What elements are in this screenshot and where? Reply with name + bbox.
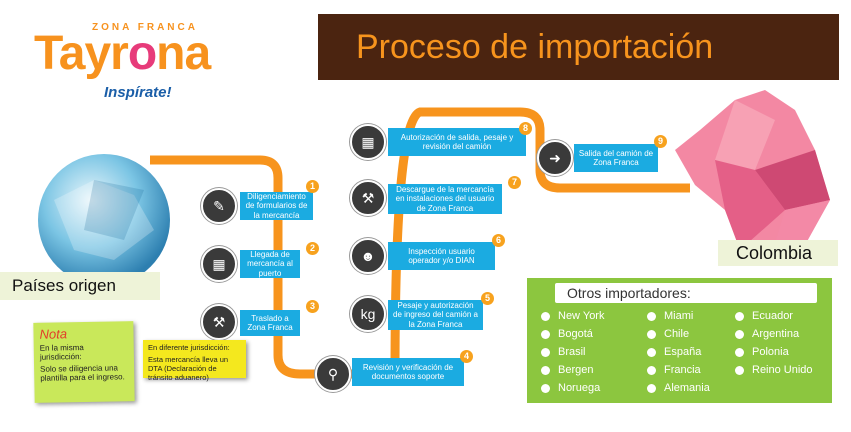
forklift-unload-icon: ⚒ [350, 180, 386, 216]
note-same-jurisdiction: Nota En la misma jurisdicción: Solo se d… [33, 321, 135, 403]
scale-kg-icon: kg [350, 296, 386, 332]
step-1: Diligenciamiento de formularios de la me… [240, 192, 313, 220]
importer-item: Bergen [541, 364, 593, 376]
logo-tagline: Inspírate! [104, 84, 172, 101]
step-3: Traslado a Zona Franca [240, 310, 300, 336]
origin-countries-label: Países origen [0, 272, 160, 300]
note-different-jurisdiction: En diferente jurisdicción: Esta mercancí… [143, 340, 246, 382]
title-banner: Proceso de importación [318, 14, 839, 80]
step-4: Revisión y verificación de documentos so… [352, 358, 464, 386]
step-9: Salida del camión de Zona Franca [574, 144, 658, 172]
step-1-number: 1 [306, 180, 319, 193]
step-5-number: 5 [481, 292, 494, 305]
step-6-number: 6 [492, 234, 505, 247]
importer-item: Polonia [735, 346, 789, 358]
importer-item: Bogotá [541, 328, 593, 340]
importer-item: Miami [647, 310, 693, 322]
inspection-icon: ☻ [350, 238, 386, 274]
page-title: Proceso de importación [356, 28, 714, 66]
step-7-number: 7 [508, 176, 521, 189]
form-icon: ✎ [201, 188, 237, 224]
note-diff-heading: En diferente jurisdicción: [148, 343, 230, 352]
note-diff-body: Esta mercancía lleva un DTA (Declaración… [148, 355, 229, 382]
importer-item: Francia [647, 364, 701, 376]
importer-item: Brasil [541, 346, 586, 358]
step-7: Descargue de la mercancía en instalacion… [388, 184, 502, 214]
importer-item: Argentina [735, 328, 799, 340]
step-8-number: 8 [519, 122, 532, 135]
note-same-body: Solo se diligencia una plantilla para el… [40, 363, 125, 383]
importer-item: Noruega [541, 382, 600, 394]
destination-label: Colombia [718, 240, 838, 266]
forklift-icon: ⚒ [201, 304, 237, 340]
importer-item: Chile [647, 328, 689, 340]
other-importers-panel: Otros importadores: New York Bogotá Bras… [527, 278, 832, 403]
step-9-number: 9 [654, 135, 667, 148]
document-search-icon: ⚲ [315, 356, 351, 392]
logo-tayrona: Tayrona [34, 27, 211, 80]
importer-item: Alemania [647, 382, 710, 394]
cargo-icon: ▦ [201, 246, 237, 282]
importer-item: Ecuador [735, 310, 793, 322]
step-8: Autorización de salida, pesaje y revisió… [388, 128, 526, 156]
step-2: Llegada de mercancía al puerto [240, 250, 300, 278]
colombia-map [675, 90, 830, 260]
importer-item: España [647, 346, 701, 358]
step-3-number: 3 [306, 300, 319, 313]
step-6: Inspección usuario operador y/o DIAN [388, 242, 495, 270]
truck-check-icon: ▦ [350, 124, 386, 160]
importers-header: Otros importadores: [555, 283, 817, 303]
logo-zona-franca: ZONA FRANCA [92, 22, 198, 33]
importer-item: Reino Unido [735, 364, 813, 376]
note-title: Nota [39, 326, 68, 342]
step-5: Pesaje y autorización de ingreso del cam… [388, 300, 483, 330]
importer-item: New York [541, 310, 604, 322]
step-2-number: 2 [306, 242, 319, 255]
globe-image [38, 154, 170, 286]
step-4-number: 4 [460, 350, 473, 363]
exit-arrow-icon: ➜ [537, 140, 573, 176]
note-same-heading: En la misma jurisdicción: [39, 343, 84, 362]
